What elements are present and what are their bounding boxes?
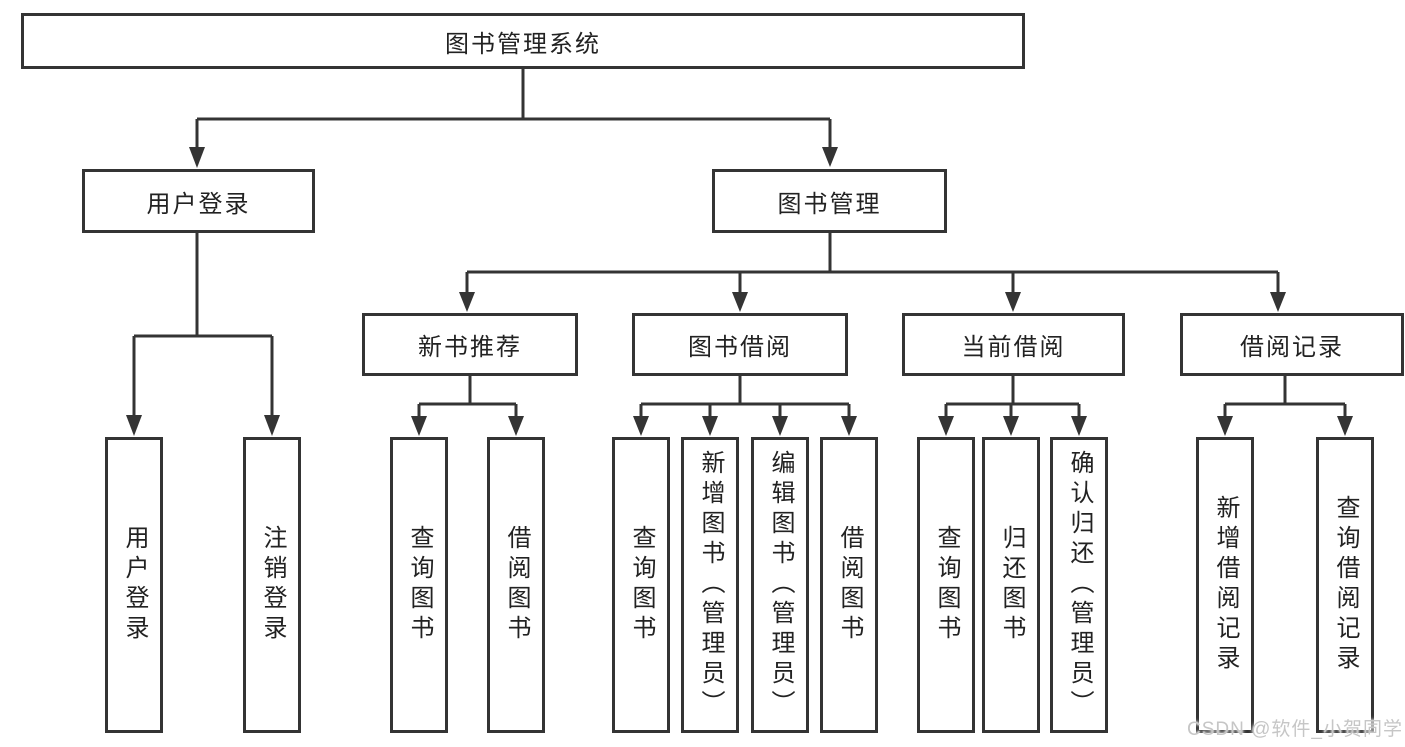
node-label: 图书管理系统 [445,30,601,58]
node-leaf-borrow-books-rec: 借阅图书 [487,437,545,733]
node-leaf-user-login: 用户登录 [105,437,163,733]
node-leaf-add-books-admin: 新增图书（管理员） [681,437,739,733]
node-borrowing-records: 借阅记录 [1180,313,1404,376]
node-label: 借阅图书 [503,525,530,645]
node-label: 图书借阅 [688,334,792,361]
node-label: 借阅记录 [1240,334,1344,361]
node-book-management: 图书管理 [712,169,947,233]
node-label: 查询图书 [628,525,655,645]
node-label: 查询图书 [933,525,960,645]
node-leaf-search-borrow-record: 查询借阅记录 [1316,437,1374,733]
node-leaf-search-books-bb: 查询图书 [612,437,670,733]
node-label: 新增图书（管理员） [697,450,724,720]
csdn-watermark: CSDN @软件_小贺同学 [1187,719,1403,740]
node-label: 用户登录 [146,190,251,218]
node-label: 注销登录 [259,525,286,645]
node-leaf-search-books-rec: 查询图书 [390,437,448,733]
node-leaf-confirm-return-admin: 确认归还（管理员） [1050,437,1108,733]
node-user-login: 用户登录 [82,169,315,233]
node-label: 借阅图书 [836,525,863,645]
node-leaf-add-borrow-record: 新增借阅记录 [1196,437,1254,733]
node-leaf-search-books-cb: 查询图书 [917,437,975,733]
node-label: 用户登录 [121,525,148,645]
node-label: 新书推荐 [418,334,522,361]
node-label: 当前借阅 [961,334,1066,361]
node-label: 归还图书 [998,525,1025,645]
node-label: 查询借阅记录 [1332,495,1359,675]
arrowhead-icons [126,147,1353,436]
node-label: 查询图书 [406,525,433,645]
node-label: 新增借阅记录 [1212,495,1239,675]
node-leaf-return-books: 归还图书 [982,437,1040,733]
node-leaf-edit-books-admin: 编辑图书（管理员） [751,437,809,733]
node-label: 编辑图书（管理员） [767,450,794,720]
node-leaf-borrow-books-bb: 借阅图书 [820,437,878,733]
node-book-borrowing: 图书借阅 [632,313,848,376]
node-current-borrowing: 当前借阅 [902,313,1125,376]
node-new-book-recommendation: 新书推荐 [362,313,578,376]
node-label: 确认归还（管理员） [1066,450,1093,720]
node-library-management-system: 图书管理系统 [21,13,1025,69]
node-label: 图书管理 [777,190,882,218]
node-leaf-logout: 注销登录 [243,437,301,733]
